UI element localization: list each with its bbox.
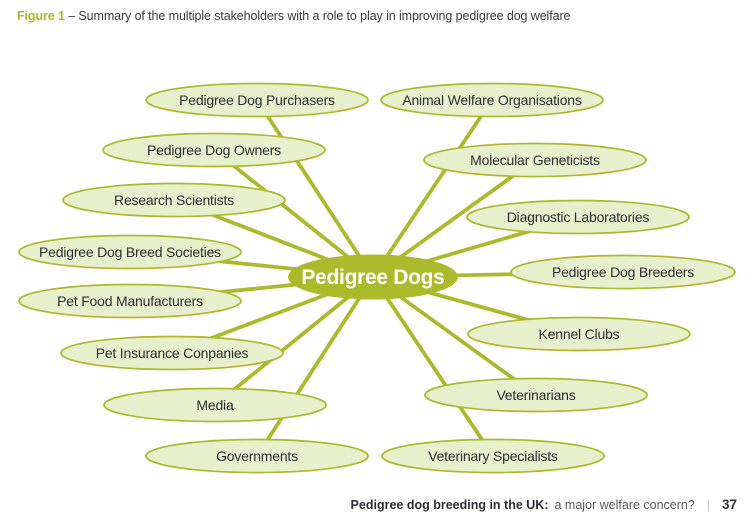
stakeholder-ellipse <box>18 234 242 270</box>
stakeholder-node-research-scientists: Research Scientists <box>62 182 286 218</box>
stakeholder-ellipse <box>466 199 690 235</box>
connector-line <box>371 275 495 458</box>
stakeholder-label: Pet Food Manufacturers <box>57 293 203 309</box>
stakeholder-ellipse <box>380 82 604 118</box>
stakeholder-ellipse <box>62 182 286 218</box>
stakeholder-ellipse <box>18 283 242 319</box>
stakeholder-node-veterinarians: Veterinarians <box>424 377 648 413</box>
stakeholder-label: Pet Insurance Conpanies <box>96 345 249 361</box>
stakeholder-ellipse <box>510 254 736 290</box>
stakeholder-node-molecular-geneticists: Molecular Geneticists <box>423 142 647 178</box>
stakeholder-label: Media <box>196 397 234 413</box>
stakeholder-label: Veterinary Specialists <box>428 448 558 464</box>
stakeholder-label: Molecular Geneticists <box>470 152 600 168</box>
stakeholder-label: Pedigree Dog Purchasers <box>179 92 335 108</box>
connector-line <box>255 98 375 279</box>
stakeholder-node-media: Media <box>103 387 327 423</box>
stakeholder-label: Research Scientists <box>114 192 234 208</box>
stakeholder-node-pet-food-manufacturers: Pet Food Manufacturers <box>18 283 242 319</box>
connector-line <box>255 275 375 458</box>
stakeholder-node-animal-welfare-organisations: Animal Welfare Organisations <box>380 82 604 118</box>
stakeholder-ellipse <box>103 387 327 423</box>
stakeholder-label: Pedigree Dog Owners <box>147 142 281 158</box>
stakeholder-label: Pedigree Dog Breed Societies <box>39 244 221 260</box>
page-number: 37 <box>721 497 737 512</box>
stakeholder-ellipse <box>60 335 284 371</box>
stakeholder-node-diagnostic-laboratories: Diagnostic Laboratories <box>466 199 690 235</box>
connector-line <box>371 98 494 279</box>
stakeholder-ellipse <box>467 316 691 352</box>
stakeholder-ellipse <box>424 377 648 413</box>
stakeholder-ellipse <box>145 438 369 474</box>
stakeholder-label: Pedigree Dog Breeders <box>552 264 694 280</box>
footer-title-light: a major welfare concern? <box>554 497 695 512</box>
stakeholder-label: Kennel Clubs <box>539 326 620 342</box>
center-node-pedigree-dogs: Pedigree Dogs <box>288 254 458 300</box>
stakeholder-ellipse <box>145 82 369 118</box>
stakeholder-node-pedigree-dog-owners: Pedigree Dog Owners <box>102 132 326 168</box>
stakeholder-node-veterinary-specialists: Veterinary Specialists <box>381 438 605 474</box>
stakeholder-label: Governments <box>216 448 298 464</box>
stakeholder-ellipse <box>381 438 605 474</box>
center-label: Pedigree Dogs <box>301 266 444 289</box>
stakeholder-node-governments: Governments <box>145 438 369 474</box>
figure-caption-text: – Summary of the multiple stakeholders w… <box>64 9 571 23</box>
stakeholder-node-pedigree-dog-breeders: Pedigree Dog Breeders <box>510 254 736 290</box>
stakeholder-diagram: Pedigree Dog Purchasers Pedigree Dog Own… <box>18 82 736 474</box>
footer-title-bold: Pedigree dog breeding in the UK: <box>350 497 549 512</box>
figure-label: Figure 1 <box>17 9 65 23</box>
center-ellipse <box>288 254 458 300</box>
footer-separator: | <box>706 497 710 512</box>
stakeholder-label: Animal Welfare Organisations <box>402 92 582 108</box>
stakeholder-ellipse <box>102 132 326 168</box>
stakeholder-node-pedigree-dog-purchasers: Pedigree Dog Purchasers <box>145 82 369 118</box>
figure-caption: Figure 1 – Summary of the multiple stake… <box>17 9 570 23</box>
stakeholder-label: Diagnostic Laboratories <box>507 209 650 225</box>
stakeholder-node-pedigree-dog-breed-societies: Pedigree Dog Breed Societies <box>18 234 242 270</box>
stakeholder-ellipse <box>423 142 647 178</box>
stakeholder-node-kennel-clubs: Kennel Clubs <box>467 316 691 352</box>
page-footer: Pedigree dog breeding in the UK: a major… <box>351 497 737 512</box>
stakeholder-node-pet-insurance-companies: Pet Insurance Conpanies <box>60 335 284 371</box>
stakeholder-label: Veterinarians <box>496 387 575 403</box>
